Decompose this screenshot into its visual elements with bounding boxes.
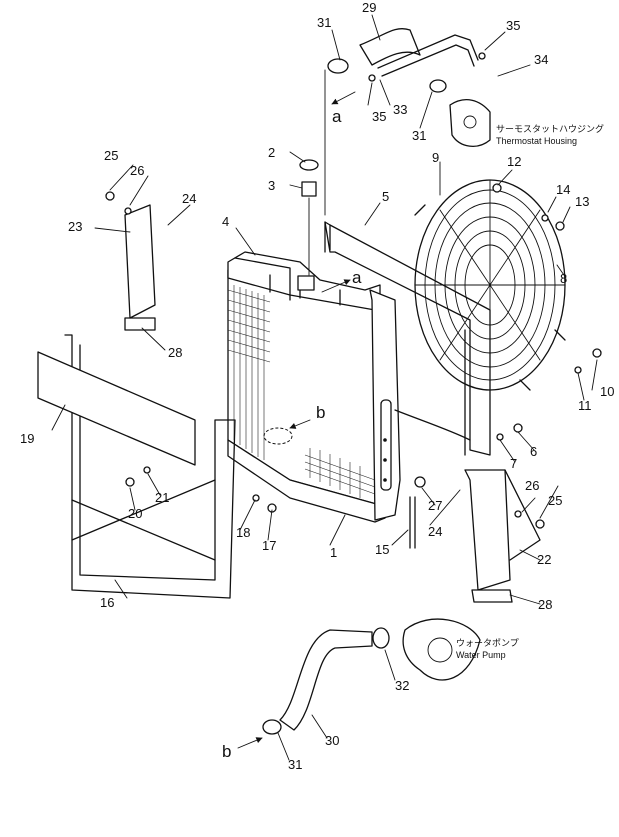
callout-30: 30 bbox=[325, 733, 339, 748]
filler-cap bbox=[299, 159, 319, 276]
callout-27: 27 bbox=[428, 498, 442, 513]
callout-34: 34 bbox=[534, 52, 548, 67]
callout-4: 4 bbox=[222, 214, 229, 229]
core-fins bbox=[227, 285, 376, 498]
callout-21: 21 bbox=[155, 490, 169, 505]
callout-20: 20 bbox=[128, 506, 142, 521]
callout-14: 14 bbox=[556, 182, 570, 197]
callout-33: 33 bbox=[393, 102, 407, 117]
callout-26b: 26 bbox=[525, 478, 539, 493]
callouts: 1 2 3 4 5 6 7 8 9 10 11 12 13 14 15 16 1… bbox=[20, 0, 614, 772]
callout-24a: 24 bbox=[182, 191, 196, 206]
pump-label-en: Water Pump bbox=[456, 650, 506, 660]
callout-2: 2 bbox=[268, 145, 275, 160]
callout-31c: 31 bbox=[288, 757, 302, 772]
radiator-core bbox=[227, 251, 401, 523]
callout-32: 32 bbox=[395, 678, 409, 693]
ref-b-hose: b bbox=[222, 742, 231, 761]
thermostat-label-en: Thermostat Housing bbox=[496, 136, 577, 146]
callout-1: 1 bbox=[330, 545, 337, 560]
callout-8: 8 bbox=[560, 271, 567, 286]
callout-25b: 25 bbox=[548, 493, 562, 508]
callout-12: 12 bbox=[507, 154, 521, 169]
front-frame bbox=[37, 334, 236, 599]
reference-letters: a a b b bbox=[222, 107, 362, 761]
callout-15: 15 bbox=[375, 542, 389, 557]
callout-24b: 24 bbox=[428, 524, 442, 539]
ref-b-core: b bbox=[316, 403, 325, 422]
lower-hose bbox=[262, 627, 390, 735]
callout-17: 17 bbox=[262, 538, 276, 553]
callout-22: 22 bbox=[537, 552, 551, 567]
thermostat-label-jp: サーモスタットハウジング bbox=[496, 123, 604, 134]
callout-5: 5 bbox=[382, 189, 389, 204]
callout-9: 9 bbox=[432, 150, 439, 165]
callout-28a: 28 bbox=[168, 345, 182, 360]
upper-hose bbox=[327, 28, 479, 93]
part-labels: サーモスタットハウジング Thermostat Housing ウォータポンプ … bbox=[456, 123, 604, 660]
ref-a-tank: a bbox=[352, 268, 362, 287]
leader-lines bbox=[51, 14, 598, 761]
left-side-plate bbox=[124, 204, 156, 331]
callout-10: 10 bbox=[600, 384, 614, 399]
water-pump bbox=[402, 618, 481, 681]
ref-arrows bbox=[237, 69, 356, 749]
callout-18: 18 bbox=[236, 525, 250, 540]
callout-31b: 31 bbox=[412, 128, 426, 143]
callout-35a: 35 bbox=[506, 18, 520, 33]
callout-7: 7 bbox=[510, 456, 517, 471]
callout-19: 19 bbox=[20, 431, 34, 446]
pump-label-jp: ウォータポンプ bbox=[456, 638, 519, 648]
thermostat-housing bbox=[449, 99, 491, 147]
fan-guard bbox=[414, 179, 566, 391]
callout-26a: 26 bbox=[130, 163, 144, 178]
right-support-bracket bbox=[464, 469, 541, 603]
callout-35b: 35 bbox=[372, 109, 386, 124]
callout-28b: 28 bbox=[538, 597, 552, 612]
callout-16: 16 bbox=[100, 595, 114, 610]
ref-a-top: a bbox=[332, 107, 342, 126]
callout-25a: 25 bbox=[104, 148, 118, 163]
callout-29: 29 bbox=[362, 0, 376, 15]
callout-23: 23 bbox=[68, 219, 82, 234]
fan-guard-frame bbox=[324, 221, 491, 456]
mark-b-dashed bbox=[263, 427, 293, 445]
callout-3: 3 bbox=[268, 178, 275, 193]
callout-6: 6 bbox=[530, 444, 537, 459]
callout-31a: 31 bbox=[317, 15, 331, 30]
callout-11: 11 bbox=[578, 398, 592, 413]
callout-13: 13 bbox=[575, 194, 589, 209]
drain-rod bbox=[409, 496, 416, 549]
